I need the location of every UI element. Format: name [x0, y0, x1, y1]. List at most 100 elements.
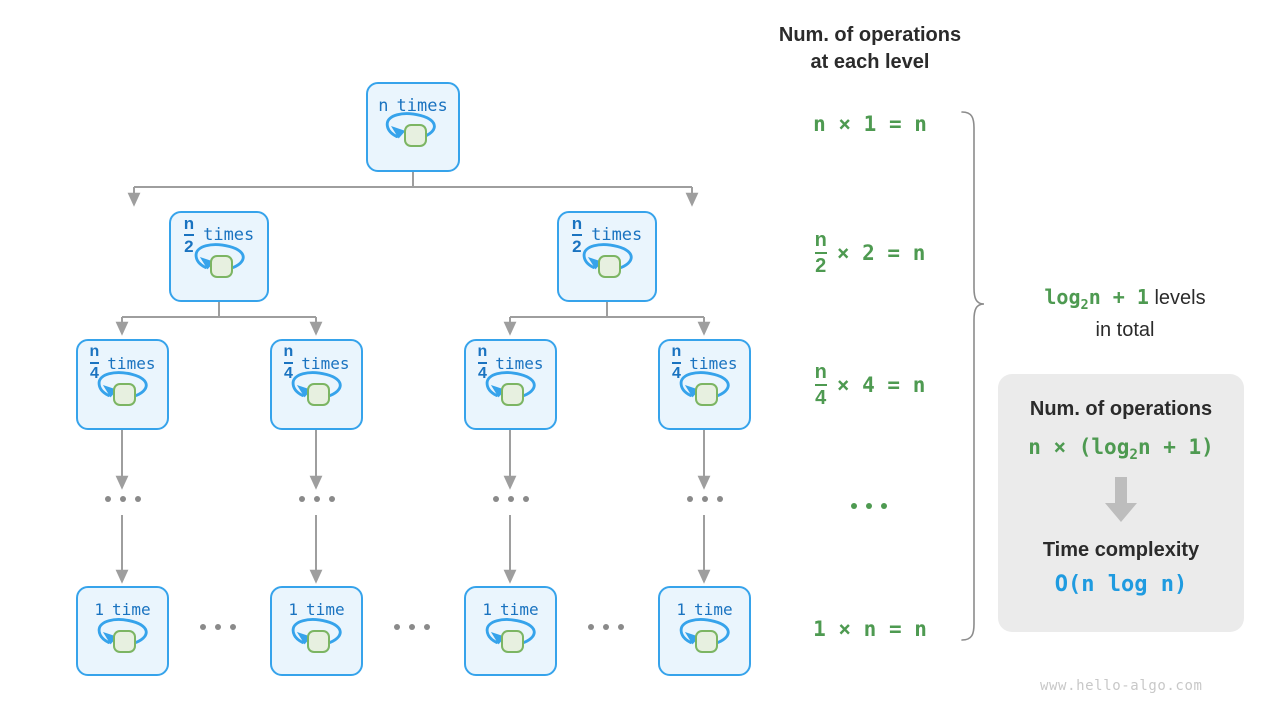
tree-node-level5-2[interactable]: 1 time [270, 586, 363, 676]
operations-row-ellipsis [851, 503, 887, 509]
operation-box [113, 383, 136, 406]
tree-node-level3-2[interactable]: n 4 times [270, 339, 363, 430]
fraction-bar [814, 383, 827, 387]
fraction-bar [283, 361, 294, 365]
card-formula-post: n + 1) [1137, 435, 1214, 459]
fraction-bar [571, 233, 583, 237]
node-unit: times [396, 96, 448, 116]
node-unit: times [301, 353, 350, 373]
operation-box [695, 383, 718, 406]
card-heading-operations: Num. of operations [1029, 398, 1213, 420]
operations-fraction: n 2 [814, 229, 827, 276]
levels-formula-base: 2 [1080, 297, 1089, 313]
operations-title-line2: at each level [810, 51, 930, 73]
tree-node-level3-4[interactable]: n 4 times [658, 339, 751, 430]
down-arrow-icon [1105, 477, 1137, 523]
node-label: n 2 times [171, 215, 267, 255]
bottom-ellipsis-2 [394, 624, 430, 630]
node-label: 1 time [78, 595, 167, 623]
operation-box [501, 383, 524, 406]
summary-card: Num. of operations n × (log2n + 1) Time … [998, 374, 1244, 632]
tree-node-level3-1[interactable]: n 4 times [76, 339, 169, 430]
fraction-bar [477, 361, 488, 365]
node-fraction: n 2 [571, 215, 583, 256]
fraction-numerator: n [183, 214, 195, 234]
bottom-ellipsis-3 [588, 624, 624, 630]
fraction-numerator: n [814, 229, 827, 252]
fraction-denominator: 4 [671, 364, 681, 382]
fraction-numerator: n [477, 343, 488, 361]
node-label: n 4 times [78, 343, 167, 381]
levels-formula-rest: n + 1 [1088, 285, 1149, 309]
fraction-numerator: n [89, 343, 100, 361]
tree-node-level2-1[interactable]: n 2 times [169, 211, 269, 302]
operations-expression: × 2 = n [836, 241, 926, 265]
tree-node-level5-3[interactable]: 1 time [464, 586, 557, 676]
fraction-numerator: n [814, 361, 827, 384]
node-unit: times [689, 353, 738, 373]
node-count: 1 [482, 599, 493, 619]
node-label: n 2 times [559, 215, 655, 255]
operation-box [113, 630, 136, 653]
operations-row-level3: n 4 × 4 = n [748, 362, 992, 408]
tree-node-level3-3[interactable]: n 4 times [464, 339, 557, 430]
node-unit: time [112, 599, 151, 619]
operations-title-line1: Num. of operations [778, 24, 962, 46]
node-label: 1 time [466, 595, 555, 623]
node-fraction: n 4 [671, 343, 682, 382]
operation-box [695, 630, 718, 653]
node-fraction: n 4 [89, 343, 100, 381]
fraction-numerator: n [671, 343, 682, 361]
bottom-ellipsis-1 [200, 624, 236, 630]
tree-node-level2-2[interactable]: n 2 times [557, 211, 657, 302]
operations-row-level1: n × 1 = n [748, 110, 992, 138]
operations-column-title: Num. of operations at each level [748, 22, 992, 76]
tree-node-level1-1[interactable]: n times [366, 82, 460, 172]
node-count: 1 [676, 599, 687, 619]
node-unit: times [203, 225, 255, 245]
tree-ellipsis-3 [493, 496, 529, 502]
operation-box [210, 255, 233, 278]
fraction-bar [671, 361, 682, 365]
fraction-denominator: 4 [815, 386, 827, 409]
operations-expression: 1 × n = n [813, 617, 927, 641]
card-formula-base: 2 [1129, 447, 1138, 464]
tree-ellipsis-4 [687, 496, 723, 502]
operations-expression: × 4 = n [836, 373, 926, 397]
node-unit: time [306, 599, 345, 619]
card-complexity-value: O(n log n) [1054, 572, 1188, 598]
node-unit: time [694, 599, 733, 619]
levels-note-line1: log2n + 1 levels [1000, 283, 1250, 316]
fraction-denominator: 2 [572, 236, 582, 256]
node-count: 1 [94, 599, 105, 619]
node-unit: times [591, 225, 643, 245]
levels-formula: log2n + 1 [1044, 285, 1149, 313]
tree-ellipsis-2 [299, 496, 335, 502]
tree-node-level5-4[interactable]: 1 time [658, 586, 751, 676]
operation-box [307, 383, 330, 406]
levels-note-line2: in total [1095, 318, 1155, 341]
tree-node-level5-1[interactable]: 1 time [76, 586, 169, 676]
fraction-denominator: 2 [184, 236, 194, 256]
node-label: 1 time [272, 595, 361, 623]
node-label: n 4 times [466, 343, 555, 382]
card-formula-pre: n × (log [1028, 435, 1130, 459]
operation-box [307, 630, 330, 653]
node-unit: time [500, 599, 539, 619]
fraction-denominator: 4 [477, 364, 487, 382]
node-count: 1 [288, 599, 299, 619]
node-unit: times [107, 353, 156, 373]
node-label: n 4 times [272, 343, 361, 381]
node-label: n times [368, 92, 458, 120]
levels-total-note: log2n + 1 levels in total [1000, 283, 1250, 345]
fraction-bar [89, 361, 100, 365]
node-unit: times [495, 353, 544, 373]
node-fraction: n 4 [283, 343, 294, 381]
levels-formula-log: log [1044, 285, 1081, 309]
fraction-numerator: n [283, 343, 294, 361]
operations-row-level5: 1 × n = n [748, 615, 992, 643]
node-fraction: n 4 [477, 343, 488, 382]
operations-fraction: n 4 [814, 361, 827, 409]
operation-box [598, 255, 621, 278]
